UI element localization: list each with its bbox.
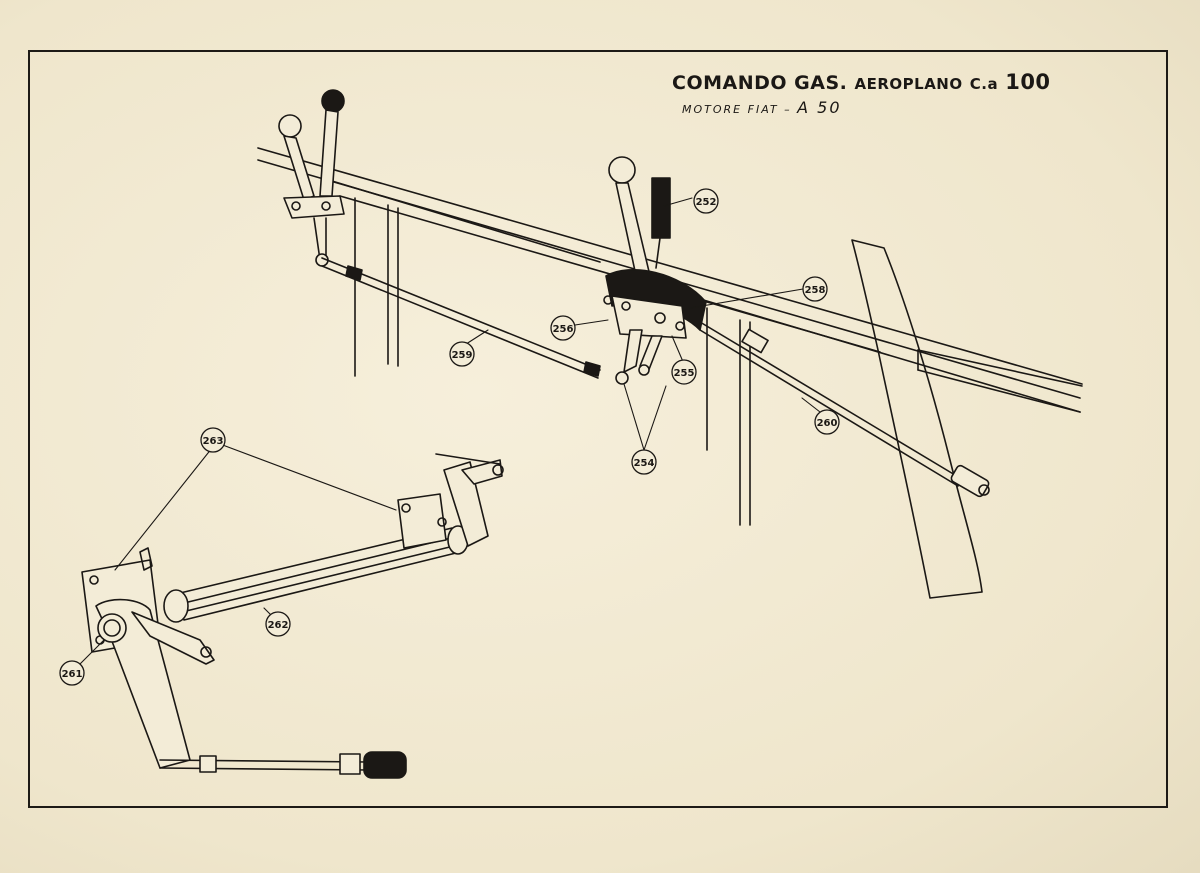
title-part-3: C.a (969, 75, 999, 93)
drawing-border (28, 50, 1168, 808)
callout-252: 252 (693, 188, 719, 214)
subtitle-part-2: – (784, 103, 792, 116)
drawing-title: COMANDO GAS. AEROPLANO C.a 100 (672, 70, 1051, 94)
callout-263-label: 263 (203, 436, 224, 447)
callout-262: 262 (265, 611, 291, 637)
subtitle-part-3: A 50 (797, 98, 842, 117)
callout-260: 260 (814, 409, 840, 435)
title-part-1: COMANDO GAS. (672, 72, 848, 94)
callout-256: 256 (550, 315, 576, 341)
callouts: 252 258 256 259 255 (59, 188, 840, 686)
torque-shaft (163, 525, 469, 623)
subtitle-part-1: MOTORE FIAT (682, 103, 779, 116)
callout-254-label: 254 (634, 458, 655, 469)
callout-260-label: 260 (817, 418, 838, 429)
callout-258: 258 (802, 276, 828, 302)
callout-252-label: 252 (696, 197, 717, 208)
callout-262-label: 262 (268, 620, 289, 631)
throttle-rod-to-engine (699, 321, 990, 498)
central-throttle-lever (603, 156, 707, 376)
drawing-subtitle: MOTORE FIAT – A 50 (682, 98, 842, 117)
callout-255-label: 255 (674, 368, 695, 379)
callout-261-label: 261 (62, 669, 83, 680)
firewall-panel (851, 239, 983, 599)
callout-258-label: 258 (805, 285, 826, 296)
callout-263: 263 (200, 427, 226, 453)
callout-255: 255 (671, 359, 697, 385)
callout-261: 261 (59, 660, 85, 686)
callout-259-label: 259 (452, 350, 473, 361)
hand-lever (95, 598, 407, 779)
callout-254: 254 (631, 449, 657, 475)
callout-256-label: 256 (553, 324, 574, 335)
title-part-2: AEROPLANO (854, 75, 963, 93)
right-shaft-bracket (397, 453, 504, 549)
title-part-4: 100 (1005, 70, 1051, 94)
leader-lines (79, 197, 821, 665)
return-spring (651, 177, 671, 269)
connecting-rod (321, 257, 629, 385)
callout-259: 259 (449, 341, 475, 367)
twin-throttle-levers (278, 89, 345, 267)
